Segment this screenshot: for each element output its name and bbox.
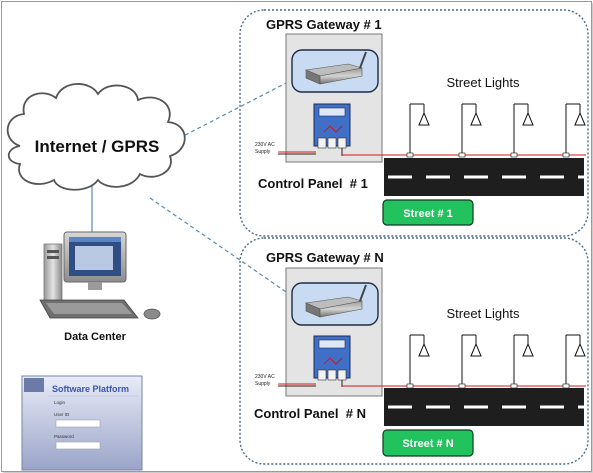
- site-1-street-label: Street # 1: [403, 208, 453, 220]
- site-n-control-panel-label: Control Panel # N: [254, 406, 366, 421]
- street-light-icon: [406, 103, 430, 158]
- user-id-label: User ID: [54, 412, 70, 417]
- site-n-supply-label-1: 230V AC: [255, 374, 275, 380]
- internet-cloud: Internet / GPRS: [6, 83, 186, 191]
- site-n-border: [239, 237, 589, 465]
- site-1-street-lights: [406, 103, 586, 158]
- site-n-street-lights-label: Street Lights: [447, 306, 520, 321]
- login-label: Login: [54, 400, 66, 405]
- data-center-label: Data Center: [64, 331, 126, 343]
- site-n-street-badge: [382, 429, 474, 457]
- site-1: GPRS Gateway # 1 230V AC Supply Street L…: [239, 9, 589, 237]
- site-n-road: [384, 388, 584, 426]
- site-1-border: [239, 9, 589, 237]
- street-light-icon: [510, 103, 534, 158]
- site-1-gateway-title: GPRS Gateway # 1: [266, 17, 382, 32]
- street-light-icon: [510, 334, 534, 389]
- site-1-supply-label-2: Supply: [255, 149, 271, 155]
- site-n-street-lights: [406, 334, 586, 389]
- site-n-gateway-title: GPRS Gateway # N: [266, 250, 384, 265]
- software-title: Software Platform: [52, 384, 129, 394]
- site-1-control-panel-label: Control Panel # 1: [258, 176, 368, 191]
- computer-icon: [39, 231, 161, 320]
- site-1-street-badge: [382, 199, 474, 226]
- link-cloud-gateway-n: [149, 197, 293, 297]
- site-n-gprs-modem-icon: [304, 284, 367, 318]
- street-light-icon: [406, 334, 430, 389]
- site-n-street-label: Street # N: [402, 438, 453, 450]
- password-field[interactable]: [55, 441, 101, 450]
- password-label: Password: [54, 434, 74, 439]
- site-n-supply-label-2: Supply: [255, 381, 271, 387]
- software-platform-window: Software Platform Login User ID Password: [21, 375, 143, 471]
- street-light-icon: [562, 334, 586, 389]
- internet-label: Internet / GPRS: [35, 137, 160, 156]
- street-light-icon: [458, 103, 482, 158]
- user-id-field[interactable]: [55, 419, 101, 428]
- site-1-gprs-modem-icon: [304, 51, 367, 85]
- site-1-supply-label-1: 230V AC: [255, 142, 275, 148]
- site-n: GPRS Gateway # N 230V AC Supply Street L…: [239, 237, 589, 465]
- street-light-icon: [458, 334, 482, 389]
- street-light-icon: [562, 103, 586, 158]
- site-1-road: [384, 158, 584, 196]
- site-1-street-lights-label: Street Lights: [447, 75, 520, 90]
